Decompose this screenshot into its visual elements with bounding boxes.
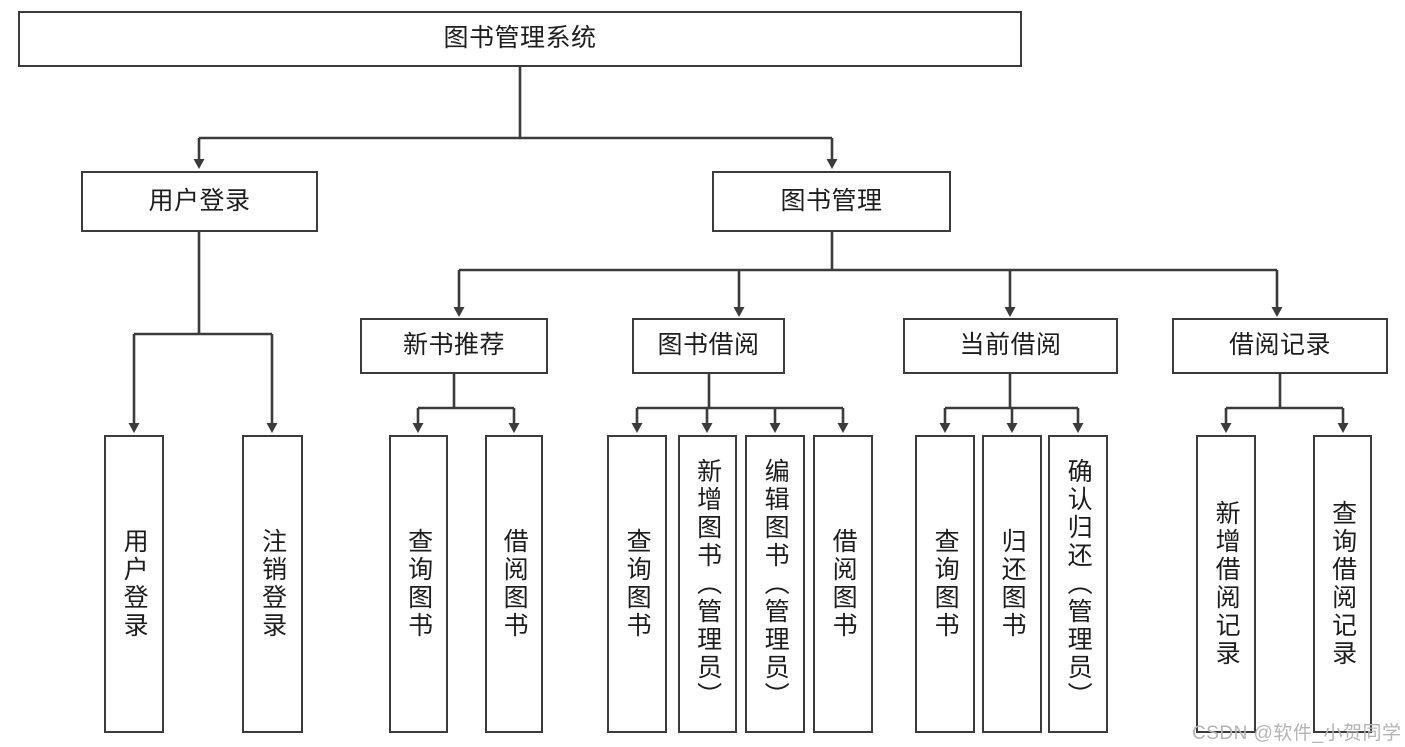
node-book-management-label: 图书管理: [780, 186, 883, 215]
node-current-borrow[interactable]: 当前借阅: [903, 318, 1118, 374]
leaf-user-login-login[interactable]: 用户登录: [104, 435, 164, 733]
leaf-current-query-book[interactable]: 查询图书: [915, 435, 975, 733]
node-new-book-recommend-label: 新书推荐: [402, 331, 505, 360]
leaf-label: 查询图书: [404, 528, 433, 640]
node-book-management[interactable]: 图书管理: [712, 171, 951, 232]
leaf-borrow-query-book[interactable]: 查询图书: [607, 435, 667, 733]
node-user-login-label: 用户登录: [148, 186, 251, 215]
leaf-label: 新增图书（管理员）: [693, 458, 722, 710]
leaf-label: 新增借阅记录: [1212, 500, 1241, 668]
node-borrow-records[interactable]: 借阅记录: [1172, 318, 1388, 374]
node-new-book-recommend[interactable]: 新书推荐: [360, 318, 548, 374]
csdn-watermark: CSDN @软件_小贺同学: [1192, 723, 1402, 744]
leaf-label: 归还图书: [998, 528, 1027, 640]
leaf-label: 确认归还（管理员）: [1064, 458, 1093, 710]
node-book-borrow[interactable]: 图书借阅: [632, 318, 785, 374]
node-current-borrow-label: 当前借阅: [959, 331, 1062, 360]
node-user-login[interactable]: 用户登录: [81, 171, 318, 232]
leaf-label: 查询图书: [623, 528, 652, 640]
leaf-label: 借阅图书: [829, 528, 858, 640]
leaf-label: 注销登录: [258, 528, 287, 640]
node-root-label: 图书管理系统: [443, 24, 597, 53]
leaf-user-login-logout[interactable]: 注销登录: [242, 435, 303, 733]
leaf-borrow-edit-book[interactable]: 编辑图书（管理员）: [745, 435, 805, 733]
node-book-borrow-label: 图书借阅: [657, 331, 760, 360]
leaf-borrow-borrow-book[interactable]: 借阅图书: [813, 435, 873, 733]
leaf-borrow-add-book[interactable]: 新增图书（管理员）: [678, 435, 737, 733]
leaf-label: 用户登录: [120, 528, 149, 640]
leaf-label: 借阅图书: [500, 528, 529, 640]
leaf-current-confirm-return[interactable]: 确认归还（管理员）: [1048, 435, 1108, 733]
leaf-new-book-query[interactable]: 查询图书: [389, 435, 448, 733]
leaf-new-book-borrow[interactable]: 借阅图书: [485, 435, 543, 733]
leaf-label: 查询图书: [931, 528, 960, 640]
leaf-records-query-record[interactable]: 查询借阅记录: [1313, 435, 1372, 733]
node-borrow-records-label: 借阅记录: [1228, 331, 1331, 360]
leaf-label: 查询借阅记录: [1328, 500, 1357, 668]
node-root[interactable]: 图书管理系统: [18, 11, 1022, 67]
leaf-current-return-book[interactable]: 归还图书: [982, 435, 1042, 733]
leaf-label: 编辑图书（管理员）: [761, 458, 790, 710]
leaf-records-add-record[interactable]: 新增借阅记录: [1196, 435, 1256, 733]
